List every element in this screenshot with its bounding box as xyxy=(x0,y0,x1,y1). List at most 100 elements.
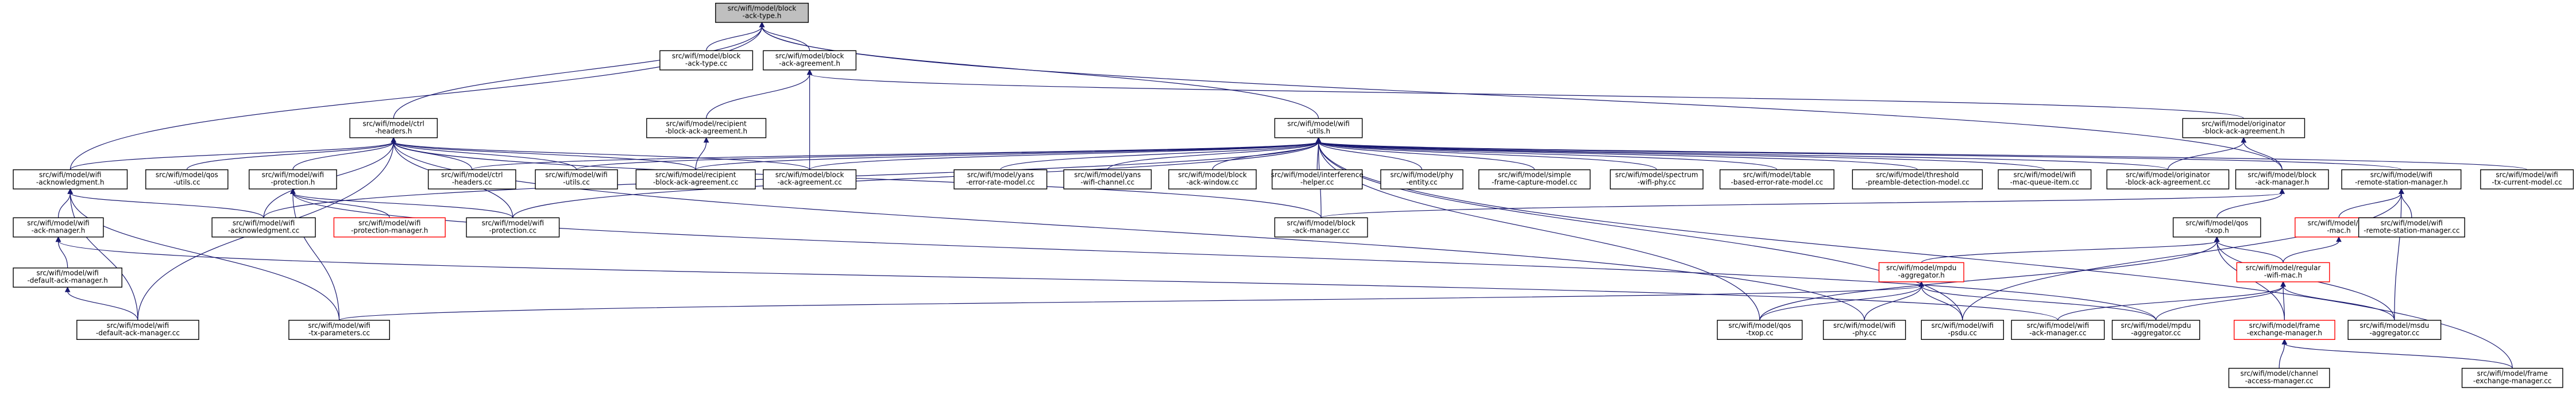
file-node-wifi_phy_cc[interactable]: src/wifi/model/wifi-phy.cc xyxy=(1822,320,1906,340)
file-node-bam_cc[interactable]: src/wifi/model/block-ack-manager.cc xyxy=(1274,217,1368,238)
file-node-qos_utils[interactable]: src/wifi/model/qos-utils.cc xyxy=(145,169,229,189)
file-node-fem_h[interactable]: src/wifi/model/frame-exchange-manager.h xyxy=(2234,320,2335,340)
node-box xyxy=(2236,262,2330,282)
file-node-ctrl_cc[interactable]: src/wifi/model/ctrl-headers.cc xyxy=(427,169,516,189)
edge-reg_mac_h-to-msdu_agg xyxy=(2283,285,2395,320)
node-box xyxy=(763,169,857,189)
file-node-ackm_cc[interactable]: src/wifi/model/wifi-ack-manager.cc xyxy=(2011,320,2105,340)
node-label-line-1: src/wifi/model/ctrl xyxy=(441,171,503,179)
node-box xyxy=(2111,320,2200,340)
node-label-line-1: src/wifi/model/wifi xyxy=(2027,322,2089,330)
node-label-line-1: src/wifi/model/wifi xyxy=(36,269,98,277)
node-box xyxy=(953,169,1048,189)
arrowhead-fem_h-to-fem_cc xyxy=(2281,339,2288,344)
node-label-line-2: -ack-type.cc xyxy=(685,59,727,67)
file-node-cam_cc[interactable]: src/wifi/model/channel-access-manager.cc xyxy=(2228,367,2330,388)
node-label-line-2: -aggregator.cc xyxy=(2131,329,2181,337)
node-box xyxy=(145,169,229,189)
file-node-mpdu_agg_h[interactable]: src/wifi/model/mpdu-aggregator.h xyxy=(1878,262,1964,282)
node-label-line-2: -tx-parameters.cc xyxy=(308,329,370,337)
arrowhead-back_agree_h-to-back_agree_cc xyxy=(806,69,813,75)
node-box xyxy=(1998,169,2092,189)
node-label-line-2: -headers.cc xyxy=(452,179,492,187)
file-node-macq[interactable]: src/wifi/model/wifi-mac-queue-item.cc xyxy=(1998,169,2092,189)
node-label-line-1: src/wifi/model/wifi xyxy=(545,171,607,179)
file-node-back_agree_cc[interactable]: src/wifi/model/block-ack-agreement.cc xyxy=(763,169,857,189)
node-label-line-1: src/wifi/model/qos xyxy=(156,171,218,179)
edge-mpdu_agg_h-to-psdu_cc xyxy=(1921,285,1963,320)
file-node-psdu_cc[interactable]: src/wifi/model/wifi-psdu.cc xyxy=(1921,320,2005,340)
file-node-msdu_agg[interactable]: src/wifi/model/msdu-aggregator.cc xyxy=(2347,320,2442,340)
node-label-line-1: src/wifi/model/block xyxy=(1178,171,1247,179)
node-label-line-1: src/wifi/model/regular xyxy=(2246,264,2321,272)
edge-wifi_utils_h-to-qos_txop_cc xyxy=(1318,141,1760,320)
file-node-yans_chan[interactable]: src/wifi/model/yans-wifi-channel.cc xyxy=(1063,169,1152,189)
file-node-prot_h[interactable]: src/wifi/model/wifi-protection.h xyxy=(249,169,337,189)
edge-root-to-back_agree_h xyxy=(761,26,810,51)
file-node-ack_cc[interactable]: src/wifi/model/wifi-acknowledgment.cc xyxy=(211,217,316,238)
file-node-qos_txop_h[interactable]: src/wifi/model/qos-txop.h xyxy=(2172,217,2261,238)
file-node-bam_h[interactable]: src/wifi/model/block-ack-manager.h xyxy=(2235,169,2329,189)
node-box xyxy=(2106,169,2230,189)
edge-mpdu_agg_h-to-wifi_phy_cc xyxy=(1864,285,1922,320)
edge-ack_h-to-dackm_cc xyxy=(69,193,138,320)
node-label-line-2: -wifi-mac.h xyxy=(2264,271,2302,279)
node-label-line-1: src/wifi/model/wifi xyxy=(1287,119,1349,127)
node-box xyxy=(1272,169,1363,189)
edge-ctrl_h-to-bam_cc xyxy=(393,141,1322,218)
file-node-ack_h[interactable]: src/wifi/model/wifi-acknowledgment.h xyxy=(13,169,128,189)
file-node-orig_cc[interactable]: src/wifi/model/originator-block-ack-agre… xyxy=(2106,169,2230,189)
node-box xyxy=(2182,118,2305,138)
file-node-ctrl_h[interactable]: src/wifi/model/ctrl-headers.h xyxy=(349,118,438,138)
file-node-thresh[interactable]: src/wifi/model/threshold-preamble-detect… xyxy=(1852,169,1983,189)
node-label-line-1: src/wifi/model/originator xyxy=(2126,171,2210,179)
file-node-prot_cc[interactable]: src/wifi/model/wifi-protection.cc xyxy=(466,217,560,238)
file-node-qos_txop_cc[interactable]: src/wifi/model/qos-txop.cc xyxy=(1717,320,1803,340)
edge-ctrl_h-to-wifi_utils_cc xyxy=(393,141,577,170)
file-node-rsm_h[interactable]: src/wifi/model/wifi-remote-station-manag… xyxy=(2341,169,2462,189)
file-node-recip_cc[interactable]: src/wifi/model/recipient-block-ack-agree… xyxy=(635,169,756,189)
file-node-table_err[interactable]: src/wifi/model/table-based-error-rate-mo… xyxy=(1719,169,1835,189)
node-label-line-1: src/wifi/model/wifi xyxy=(2496,171,2558,179)
file-node-back_win[interactable]: src/wifi/model/block-ack-window.cc xyxy=(1168,169,1257,189)
node-box xyxy=(1380,169,1463,189)
node-label-line-1: src/wifi/model/channel xyxy=(2241,370,2318,378)
node-label-line-1: src/wifi/model/wifi xyxy=(262,171,324,179)
file-node-protm_h[interactable]: src/wifi/model/wifi-protection-manager.h xyxy=(333,217,446,238)
file-node-phy_ent[interactable]: src/wifi/model/phy-entity.cc xyxy=(1380,169,1463,189)
node-box xyxy=(1719,169,1835,189)
file-node-recip_h[interactable]: src/wifi/model/recipient-block-ack-agree… xyxy=(646,118,767,138)
file-node-wifi_utils_cc[interactable]: src/wifi/model/wifi-utils.cc xyxy=(535,169,618,189)
edge-root-to-wifi_utils_h xyxy=(761,26,1319,119)
file-node-orig_h[interactable]: src/wifi/model/originator-block-ack-agre… xyxy=(2182,118,2305,138)
node-label-line-1: src/wifi/model/block xyxy=(728,5,797,13)
file-node-txcur[interactable]: src/wifi/model/wifi-tx-current-model.cc xyxy=(2480,169,2574,189)
file-node-dackm_h[interactable]: src/wifi/model/wifi-default-ack-manager.… xyxy=(13,268,122,288)
file-node-simple_fc[interactable]: src/wifi/model/simple-frame-capture-mode… xyxy=(1478,169,1591,189)
file-node-dackm_cc[interactable]: src/wifi/model/wifi-default-ack-manager.… xyxy=(76,320,199,340)
file-node-back_agree_h[interactable]: src/wifi/model/block-ack-agreement.h xyxy=(763,50,857,71)
node-label-line-1: src/wifi/model/yans xyxy=(1074,171,1141,179)
node-label-line-1: src/wifi/model/wifi xyxy=(107,322,169,330)
node-label-line-2: -ack-agreement.cc xyxy=(777,179,841,187)
file-node-back_type_cc[interactable]: src/wifi/model/block-ack-type.cc xyxy=(659,50,754,71)
file-node-wifi_utils_h[interactable]: src/wifi/model/wifi-utils.h xyxy=(1274,118,1363,138)
file-node-yans_err[interactable]: src/wifi/model/yans-error-rate-model.cc xyxy=(953,169,1048,189)
edge-ctrl_h-to-ack_h xyxy=(69,141,394,171)
file-node-txparams[interactable]: src/wifi/model/wifi-tx-parameters.cc xyxy=(288,320,390,340)
file-node-reg_mac_h[interactable]: src/wifi/model/regular-wifi-mac.h xyxy=(2236,262,2330,282)
node-box xyxy=(13,217,104,238)
node-box xyxy=(1852,169,1983,189)
file-node-fem_cc[interactable]: src/wifi/model/frame-exchange-manager.cc xyxy=(2461,367,2563,388)
file-node-spectrum[interactable]: src/wifi/model/spectrum-wifi-phy.cc xyxy=(1609,169,1704,189)
node-box xyxy=(13,268,122,288)
edge-root-to-bam_h xyxy=(761,26,2283,170)
file-node-mpdu_agg_cc[interactable]: src/wifi/model/mpdu-aggregator.cc xyxy=(2111,320,2200,340)
node-label-line-2: -protection.cc xyxy=(489,226,537,234)
file-node-interf[interactable]: src/wifi/model/interference-helper.cc xyxy=(1271,169,1364,189)
file-node-rsm_cc[interactable]: src/wifi/model/wifi-remote-station-manag… xyxy=(2358,217,2465,238)
edge-wifi_utils_h-to-yans_chan xyxy=(1107,141,1319,170)
file-node-ackm_h[interactable]: src/wifi/model/wifi-ack-manager.h xyxy=(13,217,104,238)
edge-rsm_h-to-rsm_cc xyxy=(2401,193,2412,218)
node-box xyxy=(2235,169,2329,189)
